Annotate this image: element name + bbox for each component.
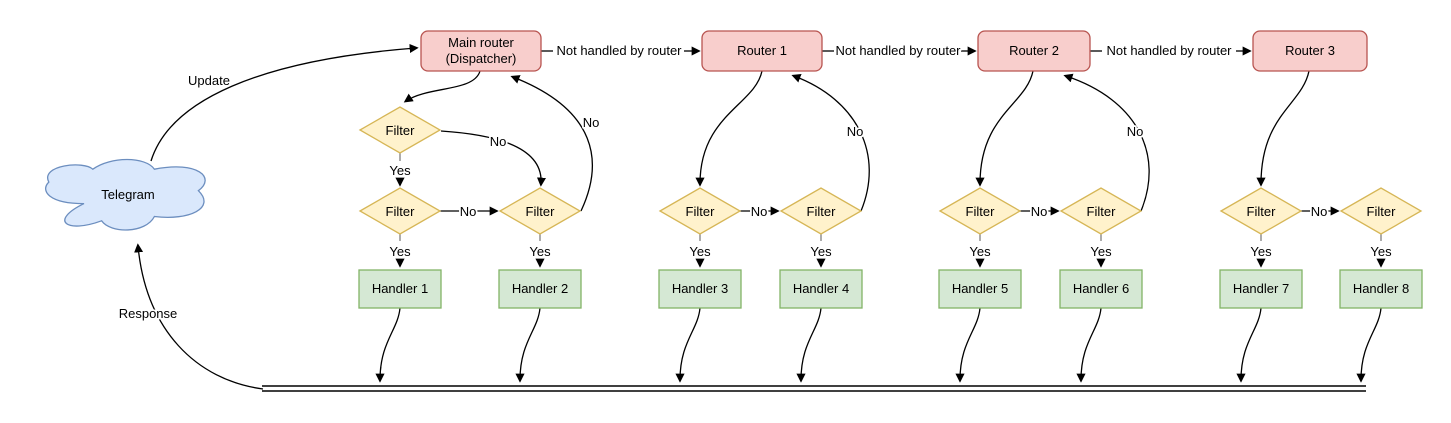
yes-label-col8: Yes	[1370, 244, 1392, 259]
edge-filter5-no-to-router1	[791, 73, 870, 212]
yes-label-filter1: Yes	[389, 163, 411, 178]
yes-label-col7: Yes	[1250, 244, 1272, 259]
update-edge-label: Update	[188, 73, 230, 88]
edge-handler8-to-bus	[1356, 307, 1382, 383]
handler-5-node	[938, 269, 1022, 309]
handler-2-label: Handler 2	[512, 281, 568, 296]
yes-label-col1: Yes	[389, 244, 411, 259]
router-3-label: Router 3	[1285, 43, 1335, 58]
handler-4-label: Handler 4	[793, 281, 849, 296]
filter-8-diamond	[1219, 187, 1303, 235]
edge-filter1-no-to-filter3	[440, 130, 547, 187]
main-router-label-line1: Main router	[448, 35, 514, 50]
handler-1-label: Handler 1	[372, 281, 428, 296]
telegram-cloud-shape	[44, 158, 206, 231]
main-router-node	[420, 30, 542, 72]
router-2-node	[977, 30, 1091, 72]
edge-handler2-to-bus	[515, 307, 541, 383]
handler-6-label: Handler 6	[1073, 281, 1129, 296]
handler-6-node	[1059, 269, 1143, 309]
filter-4-label: Filter	[686, 204, 716, 219]
yes-label-col2: Yes	[529, 244, 551, 259]
filter-6-diamond	[938, 187, 1022, 235]
edge-main-to-filter1	[403, 70, 481, 103]
edge-response	[134, 243, 264, 390]
filter-5-label: Filter	[807, 204, 837, 219]
router-1-node	[701, 30, 823, 72]
edge-update	[150, 43, 419, 162]
yes-label-col3: Yes	[689, 244, 711, 259]
not-handled-label-1: Not handled by router	[556, 43, 682, 58]
filter-4-diamond	[658, 187, 742, 235]
no-label-return-router1: No	[847, 124, 864, 139]
edge-handler4-to-bus	[796, 307, 822, 383]
handler-7-node	[1219, 269, 1303, 309]
yes-label-col4: Yes	[810, 244, 832, 259]
handler-8-label: Handler 8	[1353, 281, 1409, 296]
filter-1-label: Filter	[386, 123, 416, 138]
no-label-filter8-filter9: No	[1311, 204, 1328, 219]
handler-3-label: Handler 3	[672, 281, 728, 296]
filter-7-diamond	[1059, 187, 1143, 235]
edge-handler5-to-bus	[955, 307, 981, 383]
telegram-cloud-label: Telegram	[101, 187, 154, 202]
no-label-return-router2: No	[1127, 124, 1144, 139]
edge-handler1-to-bus	[375, 307, 401, 383]
router-2-label: Router 2	[1009, 43, 1059, 58]
yes-label-col5: Yes	[969, 244, 991, 259]
filter-1-diamond	[358, 106, 442, 154]
no-label-return-main: No	[583, 115, 600, 130]
filter-2-diamond	[358, 187, 442, 235]
router-3-node	[1252, 30, 1368, 72]
edge-filter7-no-to-router2	[1063, 73, 1150, 212]
router-1-label: Router 1	[737, 43, 787, 58]
filter-2-label: Filter	[386, 204, 416, 219]
no-label-filter6-filter7: No	[1031, 204, 1048, 219]
filter-6-label: Filter	[966, 204, 996, 219]
main-router-label-line2: (Dispatcher)	[446, 51, 517, 66]
filter-3-label: Filter	[526, 204, 556, 219]
edge-router2-to-filter6	[975, 70, 1034, 187]
edge-handler7-to-bus	[1236, 307, 1262, 383]
filter-3-diamond	[498, 187, 582, 235]
filter-9-diamond	[1339, 187, 1423, 235]
response-edge-label: Response	[119, 306, 178, 321]
handler-7-label: Handler 7	[1233, 281, 1289, 296]
filter-7-label: Filter	[1087, 204, 1117, 219]
handler-5-label: Handler 5	[952, 281, 1008, 296]
filter-8-label: Filter	[1247, 204, 1277, 219]
edge-router3-to-filter8	[1256, 70, 1310, 187]
edge-router1-to-filter4	[695, 70, 763, 187]
no-label-filter2-filter3: No	[460, 204, 477, 219]
handler-2-node	[498, 269, 582, 309]
not-handled-label-2: Not handled by router	[835, 43, 961, 58]
not-handled-label-3: Not handled by router	[1106, 43, 1232, 58]
edge-handler6-to-bus	[1076, 307, 1102, 383]
edge-handler3-to-bus	[675, 307, 701, 383]
handler-3-node	[658, 269, 742, 309]
no-label-filter4-filter5: No	[751, 204, 768, 219]
handler-4-node	[779, 269, 863, 309]
filter-9-label: Filter	[1367, 204, 1397, 219]
edge-filter3-no-to-main	[510, 75, 593, 212]
handler-8-node	[1339, 269, 1423, 309]
no-label-filter1-curve: No	[490, 134, 507, 149]
yes-label-col6: Yes	[1090, 244, 1112, 259]
filter-5-diamond	[779, 187, 863, 235]
handler-1-node	[358, 269, 442, 309]
